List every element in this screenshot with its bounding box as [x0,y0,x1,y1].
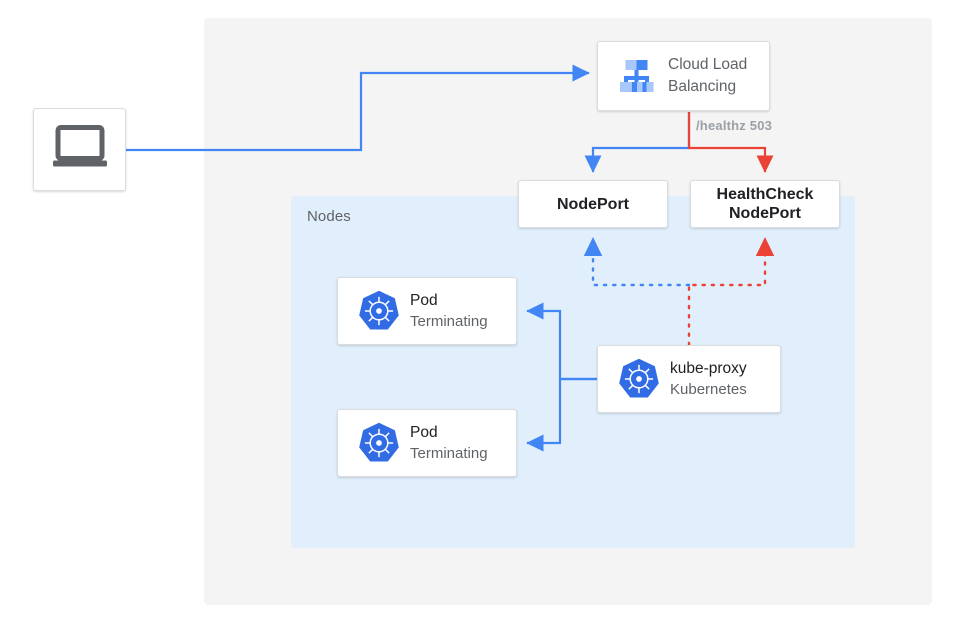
kube-proxy-text: kube-proxy Kubernetes [670,358,747,400]
edge-client-to-load-balancer [126,64,590,152]
cloud-load-balancing-node[interactable]: Cloud Load Balancing [597,41,770,111]
kube-proxy-subtitle: Kubernetes [670,381,747,398]
kubernetes-icon [348,421,410,465]
nodeport-node[interactable]: NodePort [518,180,668,228]
edge-loadbalancer-to-nodeport [584,112,691,173]
client-node[interactable] [33,108,126,191]
pod-node-2-title: Pod [410,424,438,441]
laptop-icon [51,124,109,175]
cloud-load-balancing-title-line2: Balancing [668,78,737,95]
healthz-edge-label: /healthz 503 [696,118,773,133]
pod-node-2-text: Pod Terminating [410,422,488,464]
nodeport-label: NodePort [557,195,629,213]
edge-loadbalancer-to-healthcheck-nodeport [687,112,774,173]
healthcheck-nodeport-label: HealthCheck NodePort [717,185,814,223]
cloud-load-balancing-icon [606,56,668,96]
edge-kubeproxy-to-pods [526,302,597,452]
cloud-load-balancing-text: Cloud Load Balancing [668,54,747,98]
pod-node-1-title: Pod [410,292,438,309]
kube-proxy-node[interactable]: kube-proxy Kubernetes [597,345,781,413]
edge-kubeproxy-to-healthcheck-nodeport [687,236,775,347]
nodes-region-label: Nodes [307,208,351,225]
kubernetes-icon [348,289,410,333]
cloud-load-balancing-title-line1: Cloud Load [668,56,748,73]
pod-node-1-status: Terminating [410,313,488,330]
healthcheck-nodeport-node[interactable]: HealthCheck NodePort [690,180,840,228]
pod-node-2-status: Terminating [410,445,488,462]
edge-kubeproxy-to-nodeport [583,236,691,287]
pod-node-1[interactable]: Pod Terminating [337,277,517,345]
kube-proxy-title: kube-proxy [670,360,747,377]
healthcheck-nodeport-label-line2: NodePort [728,205,801,222]
pod-node-2[interactable]: Pod Terminating [337,409,517,477]
healthcheck-nodeport-label-line1: HealthCheck [716,186,814,203]
pod-node-1-text: Pod Terminating [410,290,488,332]
kubernetes-icon [608,357,670,401]
